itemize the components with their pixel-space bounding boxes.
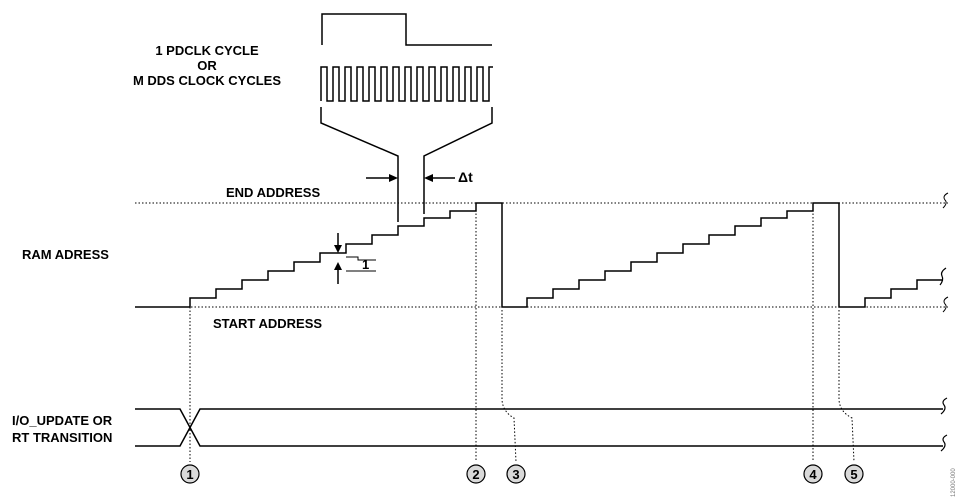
figure-id: 12000-000 xyxy=(951,468,957,497)
step-size-label: 1 xyxy=(362,257,369,272)
step-callout-line xyxy=(346,256,376,261)
marker-5: 5 xyxy=(844,464,864,484)
marker-2-label: 2 xyxy=(472,467,479,482)
marker-3: 3 xyxy=(506,464,526,484)
io-update-label-line-1: I/O_UPDATE OR xyxy=(12,413,113,428)
start-address-break-mark xyxy=(942,296,949,313)
pdclk-label-line-3: M DDS CLOCK CYCLES xyxy=(133,73,281,88)
marker-1-label: 1 xyxy=(186,467,193,482)
io-update-label-line-2: RT TRANSITION xyxy=(12,430,112,445)
marker-3-dotted-line xyxy=(501,310,517,463)
pdclk-waveform xyxy=(321,13,492,46)
delta-t-arrow-left-head xyxy=(389,174,398,182)
end-address-break-mark xyxy=(942,192,949,209)
end-address-label: END ADDRESS xyxy=(226,185,320,200)
marker-5-dotted-line xyxy=(838,310,855,463)
io-break-mark-bottom xyxy=(940,434,948,452)
pdclk-label-line-1: 1 PDCLK CYCLE xyxy=(155,43,259,58)
marker-4: 4 xyxy=(803,464,823,484)
zoom-bracket-left xyxy=(320,107,399,222)
marker-2: 2 xyxy=(466,464,486,484)
start-address-label: START ADDRESS xyxy=(213,316,322,331)
marker-1: 1 xyxy=(180,464,200,484)
delta-t-arrow-right-head xyxy=(424,174,433,182)
io-update-signal-bottom xyxy=(135,408,943,447)
step-arrow-bottom-head xyxy=(334,262,342,270)
zoom-bracket-right xyxy=(423,107,493,214)
dds-clock-waveform xyxy=(320,66,493,102)
io-break-mark-top xyxy=(940,397,948,415)
staircase-break-mark xyxy=(939,267,947,286)
marker-3-label: 3 xyxy=(512,467,519,482)
marker-4-label: 4 xyxy=(809,467,817,482)
ram-address-label: RAM ADRESS xyxy=(22,247,109,262)
pdclk-label-line-2: OR xyxy=(197,58,217,73)
delta-t-label: Δt xyxy=(458,169,473,185)
io-update-signal-top xyxy=(135,408,943,447)
marker-5-label: 5 xyxy=(850,467,857,482)
step-arrow-top-head xyxy=(334,245,342,253)
ram-address-staircase xyxy=(135,202,943,308)
